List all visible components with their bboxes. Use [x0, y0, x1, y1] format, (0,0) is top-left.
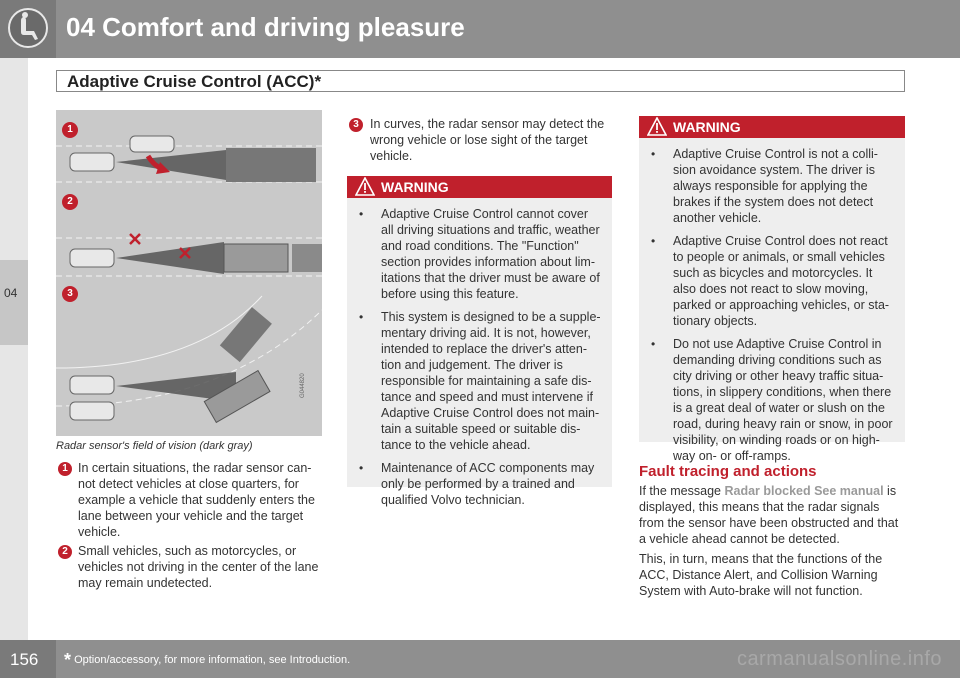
illustration-label-3: 3	[62, 286, 78, 302]
warning-1-title: WARNING	[381, 179, 449, 195]
illustration-caption: Radar sensor's field of vision (dark gra…	[56, 440, 253, 452]
watermark: carmanualsonline.info	[736, 648, 942, 670]
warning-1-header: WARNING	[347, 176, 612, 198]
chapter-icon-box	[0, 0, 56, 58]
item-3-badge: 3	[349, 118, 363, 132]
fault-paragraph-2: This, in turn, means that the functions …	[639, 552, 883, 598]
item-1-badge: 1	[58, 462, 72, 476]
radar-illustration: 1 2 3 G044820	[56, 110, 322, 436]
footer-note: * Option/accessory, for more information…	[64, 650, 351, 670]
warning-1-bullet-2: This system is designed to be a supple-m…	[347, 309, 612, 453]
warning-box-2: WARNING Adaptive Cruise Control is not a…	[639, 116, 905, 463]
illustration-label-2: 2	[62, 194, 78, 210]
warning-2-bullet-3: Do not use Adaptive Cruise Control indem…	[639, 336, 905, 464]
warning-box-1: WARNING Adaptive Cruise Control cannot c…	[347, 176, 612, 507]
item-2-badge: 2	[58, 545, 72, 559]
chapter-title: 04 Comfort and driving pleasure	[66, 12, 465, 42]
illustration-code: G044820	[300, 373, 306, 398]
radar-blocked-message: Radar blocked See manual	[724, 484, 884, 498]
chapter-tab-label: 04	[4, 286, 18, 300]
warning-2-title: WARNING	[673, 119, 741, 135]
item-1-text: In certain situations, the radar sensor …	[78, 461, 315, 539]
side-strip	[0, 58, 28, 640]
page-number: 156	[10, 650, 39, 669]
warning-2-list: Adaptive Cruise Control is not a colli-s…	[639, 146, 905, 471]
illustration-label-1: 1	[62, 122, 78, 138]
chapter-header: 04 Comfort and driving pleasure	[0, 0, 960, 58]
warning-1-bullet-1: Adaptive Cruise Control cannot coverall …	[347, 206, 612, 302]
warning-2-bullet-1: Adaptive Cruise Control is not a colli-s…	[639, 146, 905, 226]
item-3-text: In curves, the radar sensor may detect t…	[370, 117, 605, 163]
page-number-box: 156	[0, 640, 56, 678]
section-bar: Adaptive Cruise Control (ACC)*	[56, 70, 905, 92]
fault-paragraph-1: If the message Radar blocked See manual …	[639, 484, 899, 546]
chapter-tab[interactable]: 04	[0, 260, 28, 345]
warning-triangle-icon	[355, 177, 375, 196]
seat-icon	[8, 8, 48, 48]
page-footer: 156 * Option/accessory, for more informa…	[0, 640, 960, 678]
warning-2-header: WARNING	[639, 116, 905, 138]
section-title: Adaptive Cruise Control (ACC)*	[67, 72, 322, 91]
fault-tracing-heading: Fault tracing and actions	[639, 463, 817, 480]
warning-2-bullet-2: Adaptive Cruise Control does not reactto…	[639, 233, 905, 329]
warning-triangle-icon	[647, 117, 667, 136]
warning-1-list: Adaptive Cruise Control cannot coverall …	[347, 206, 612, 515]
